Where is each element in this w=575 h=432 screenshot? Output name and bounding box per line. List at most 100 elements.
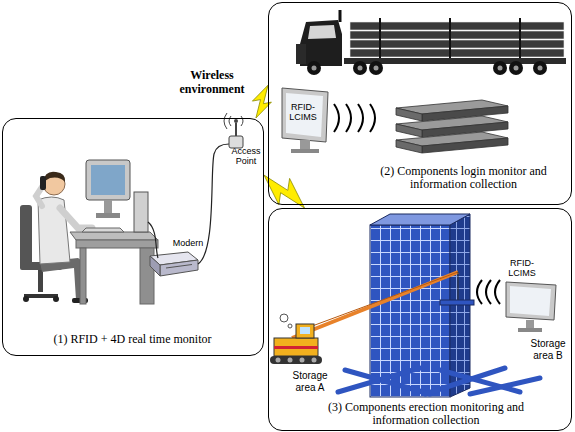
hub xyxy=(498,66,503,71)
storage-beams xyxy=(338,368,540,394)
beam-end xyxy=(396,124,422,137)
stake xyxy=(379,18,381,58)
load-pipe xyxy=(350,22,564,30)
computer-desk xyxy=(70,160,158,304)
crane xyxy=(270,272,474,364)
wheel xyxy=(493,61,507,75)
device-label: Modern xyxy=(168,238,208,248)
chair-caster xyxy=(23,296,29,302)
desk-front xyxy=(76,240,158,248)
wheel xyxy=(307,61,321,75)
modem-side xyxy=(150,256,160,276)
rfid-reader xyxy=(506,282,556,332)
truck xyxy=(296,10,566,75)
label-holder: RFID-LCIMS xyxy=(283,102,323,122)
desk-top xyxy=(70,232,158,240)
hub xyxy=(358,66,363,71)
reader-base xyxy=(291,149,319,153)
hub xyxy=(374,66,379,71)
steel-beams xyxy=(396,100,508,153)
exhaust-stack xyxy=(339,10,342,22)
wireless-link xyxy=(264,175,305,208)
wave-arc xyxy=(486,280,491,304)
panel-caption: (3) Components erection monitoring and i… xyxy=(306,401,546,427)
worker-arm xyxy=(60,208,92,228)
label-holder: Modern xyxy=(168,238,208,248)
track-wheel xyxy=(288,358,293,363)
load-pipe xyxy=(350,49,564,57)
wave-arc xyxy=(334,104,339,132)
reader-stand xyxy=(300,140,310,150)
crane-cab xyxy=(296,324,314,338)
reader-label: RFID-LCIMS xyxy=(283,102,323,122)
signal-arc xyxy=(224,113,227,129)
chair-base xyxy=(24,294,58,298)
wave-arc xyxy=(477,280,482,304)
antenna xyxy=(235,123,237,136)
truck-hood xyxy=(296,44,306,64)
crane-boom xyxy=(292,272,458,338)
reader-screen xyxy=(510,286,551,316)
wireless-label: Wireless environment xyxy=(172,68,252,96)
label-holder: Storage area A xyxy=(288,370,332,394)
reader-stand xyxy=(526,320,534,329)
crane-track xyxy=(270,356,322,364)
beam-front xyxy=(422,138,508,153)
wheel xyxy=(509,61,523,75)
wave-arc xyxy=(346,104,351,132)
load-pipe xyxy=(350,31,564,39)
panel-caption: (2) Components login monitor and informa… xyxy=(361,165,566,191)
rfid-reader xyxy=(282,88,328,153)
modem-stripe xyxy=(166,265,192,269)
label-holder: RFID-LCIMS xyxy=(500,258,544,278)
chair-post xyxy=(38,270,43,292)
speech-bubble xyxy=(288,324,292,328)
desk-leg xyxy=(80,248,86,304)
cable xyxy=(148,222,158,258)
device-label: Access Point xyxy=(228,146,264,166)
radio-waves xyxy=(477,280,500,304)
area-label: Storage area B xyxy=(526,338,570,362)
wave-arc xyxy=(370,104,375,132)
hub xyxy=(514,66,519,71)
monitor-screen xyxy=(91,165,125,195)
wheel xyxy=(353,61,367,75)
reader-label: RFID-LCIMS xyxy=(500,258,544,278)
beam-end xyxy=(396,140,422,153)
cab-window xyxy=(308,25,336,39)
label-holder: Storage area B xyxy=(526,338,570,362)
crane-stripe xyxy=(274,346,318,349)
crane-cable xyxy=(458,272,459,300)
radio-waves xyxy=(334,104,375,132)
monitor-stand xyxy=(104,200,112,214)
keyboard xyxy=(82,228,124,232)
wheel xyxy=(533,61,547,75)
antenna-tip xyxy=(234,119,238,123)
track-wheel xyxy=(300,358,305,363)
worker-legs xyxy=(40,258,84,300)
crane-boom-chord xyxy=(296,272,458,332)
lifted-beam xyxy=(440,300,474,305)
truck-cab xyxy=(300,20,342,66)
building-roof xyxy=(370,214,470,225)
stored-beam xyxy=(440,370,520,392)
speech-bubble xyxy=(280,314,288,322)
stored-beam xyxy=(470,378,540,394)
stored-beam xyxy=(345,370,430,394)
panel-caption: (1) RFID + 4D real time monitor xyxy=(3,333,262,346)
area-label: Storage area A xyxy=(288,370,332,394)
reader-frame xyxy=(282,88,328,142)
monitor-base xyxy=(96,213,120,218)
panel-box: (1) RFID + 4D real time monitor xyxy=(2,118,264,356)
stake xyxy=(449,18,451,58)
wave-arc xyxy=(358,104,363,132)
crane-body xyxy=(274,338,318,356)
load-pipe xyxy=(350,40,564,48)
wave-arc xyxy=(495,280,500,304)
chair-caster xyxy=(53,296,59,302)
stake xyxy=(519,18,521,58)
monitor-frame xyxy=(86,160,130,200)
track-wheel xyxy=(276,358,281,363)
